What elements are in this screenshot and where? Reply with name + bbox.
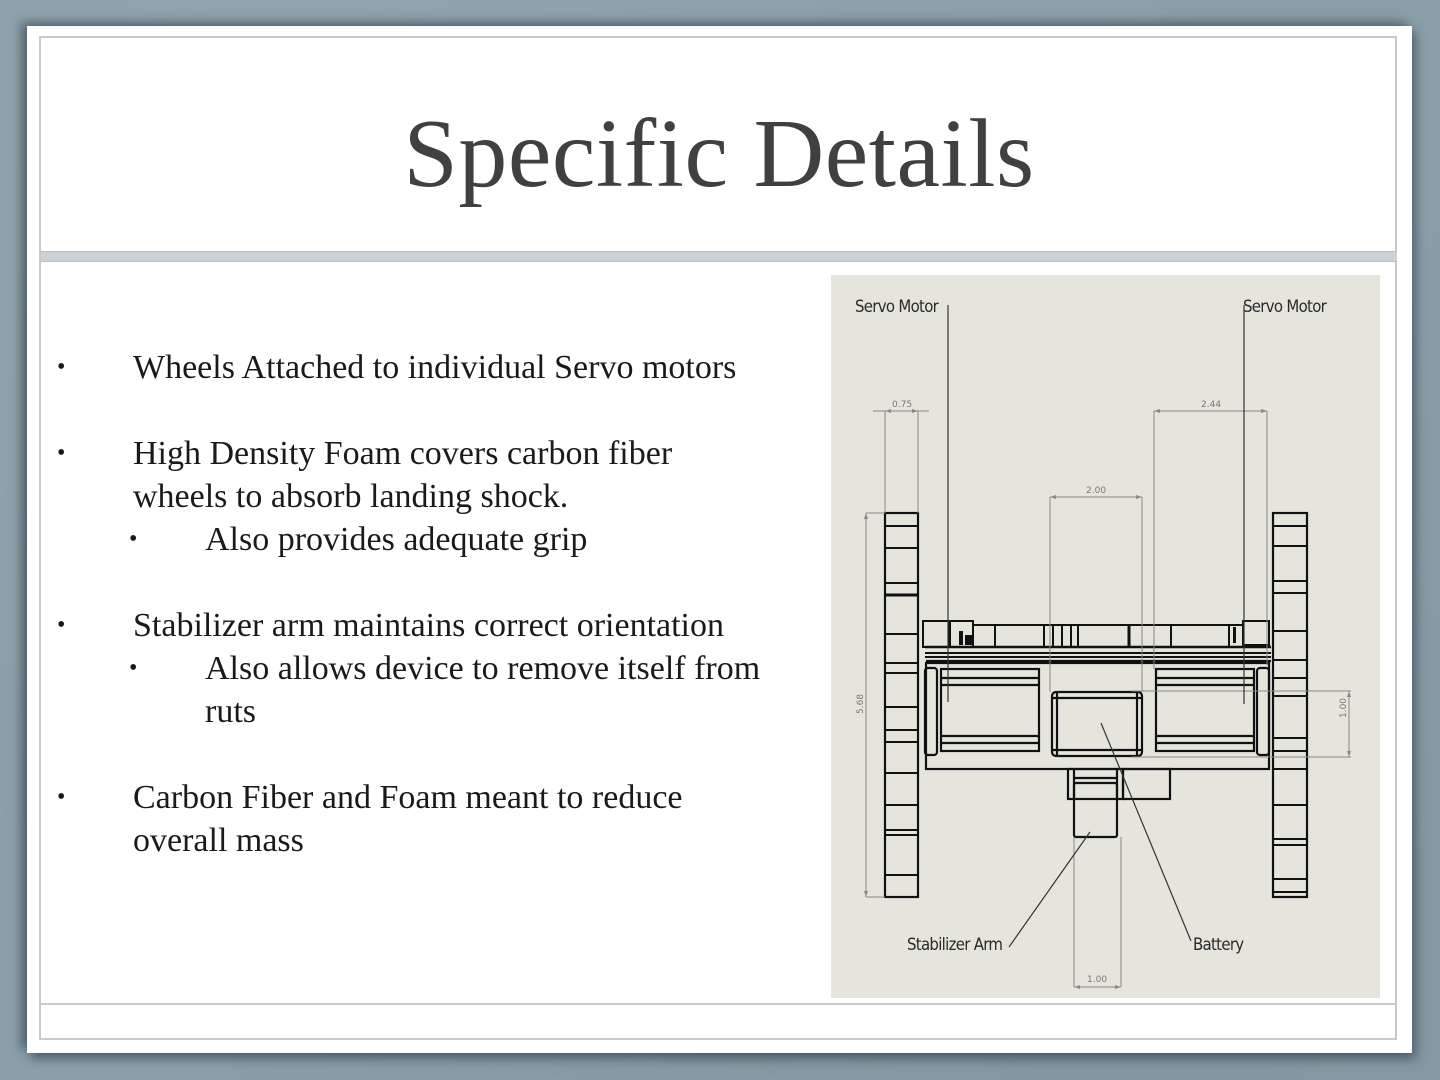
bullet-text: Wheels Attached to individual Servo moto… xyxy=(133,349,737,386)
bullet-group: • Stabilizer arm maintains correct orien… xyxy=(57,604,817,733)
callout-stabilizer-arm: Stabilizer Arm xyxy=(907,935,1003,955)
sub-bullet-text-line: Also allows device to remove itself from xyxy=(205,650,761,687)
dimension-wheel-height: 5.68 xyxy=(856,693,867,715)
bullet-icon: • xyxy=(57,784,66,810)
title-area: Specific Details xyxy=(41,38,1397,251)
callout-servo-motor-left: Servo Motor xyxy=(855,297,939,317)
bullet-text-line: overall mass xyxy=(133,822,304,859)
bullet-text-line: Carbon Fiber and Foam meant to reduce xyxy=(133,779,683,816)
bullet-text: Stabilizer arm maintains correct orienta… xyxy=(133,607,724,644)
bullet-item: • Stabilizer arm maintains correct orien… xyxy=(57,604,817,647)
bullet-icon: • xyxy=(57,354,66,380)
bullet-item: • Carbon Fiber and Foam meant to reduce … xyxy=(57,776,817,862)
bullet-group: • High Density Foam covers carbon fiber … xyxy=(57,432,817,561)
callout-servo-motor-right: Servo Motor xyxy=(1243,297,1327,317)
rover-front-view-drawing xyxy=(864,305,1351,989)
bullet-icon: • xyxy=(57,612,66,638)
sub-bullet-text-line: ruts xyxy=(205,693,256,730)
bullet-icon: • xyxy=(57,440,66,466)
bullet-item: • Wheels Attached to individual Servo mo… xyxy=(57,346,817,389)
dimension-wheel-width: 0.75 xyxy=(892,400,913,410)
callout-battery: Battery xyxy=(1193,935,1244,955)
sub-bullet-item: • Also provides adequate grip xyxy=(57,518,817,561)
bullet-text-line: wheels to absorb landing shock. xyxy=(133,478,569,515)
bullet-list: • Wheels Attached to individual Servo mo… xyxy=(57,346,817,905)
sub-bullet-item: • Also allows device to remove itself fr… xyxy=(57,647,817,733)
slide-frame xyxy=(39,36,1397,1040)
dimension-servo-offset: 2.44 xyxy=(1201,400,1222,410)
dimension-battery-width: 2.00 xyxy=(1086,486,1107,496)
cad-drawing: Servo Motor Servo Motor Stabilizer Arm B… xyxy=(831,275,1380,998)
bullet-text-line: High Density Foam covers carbon fiber xyxy=(133,435,673,472)
sub-bullet-text: Also provides adequate grip xyxy=(205,521,588,558)
dimension-right-height: 1.00 xyxy=(1339,697,1350,719)
bullet-item: • High Density Foam covers carbon fiber … xyxy=(57,432,817,518)
title-divider xyxy=(41,251,1397,262)
dimension-arm-width: 1.00 xyxy=(1087,975,1108,985)
slide-title: Specific Details xyxy=(403,100,1035,208)
footer-divider xyxy=(41,1003,1397,1005)
slide: Specific Details • Wheels Attached to in… xyxy=(27,26,1412,1053)
bullet-icon: • xyxy=(129,526,138,552)
bullet-icon: • xyxy=(129,655,138,681)
